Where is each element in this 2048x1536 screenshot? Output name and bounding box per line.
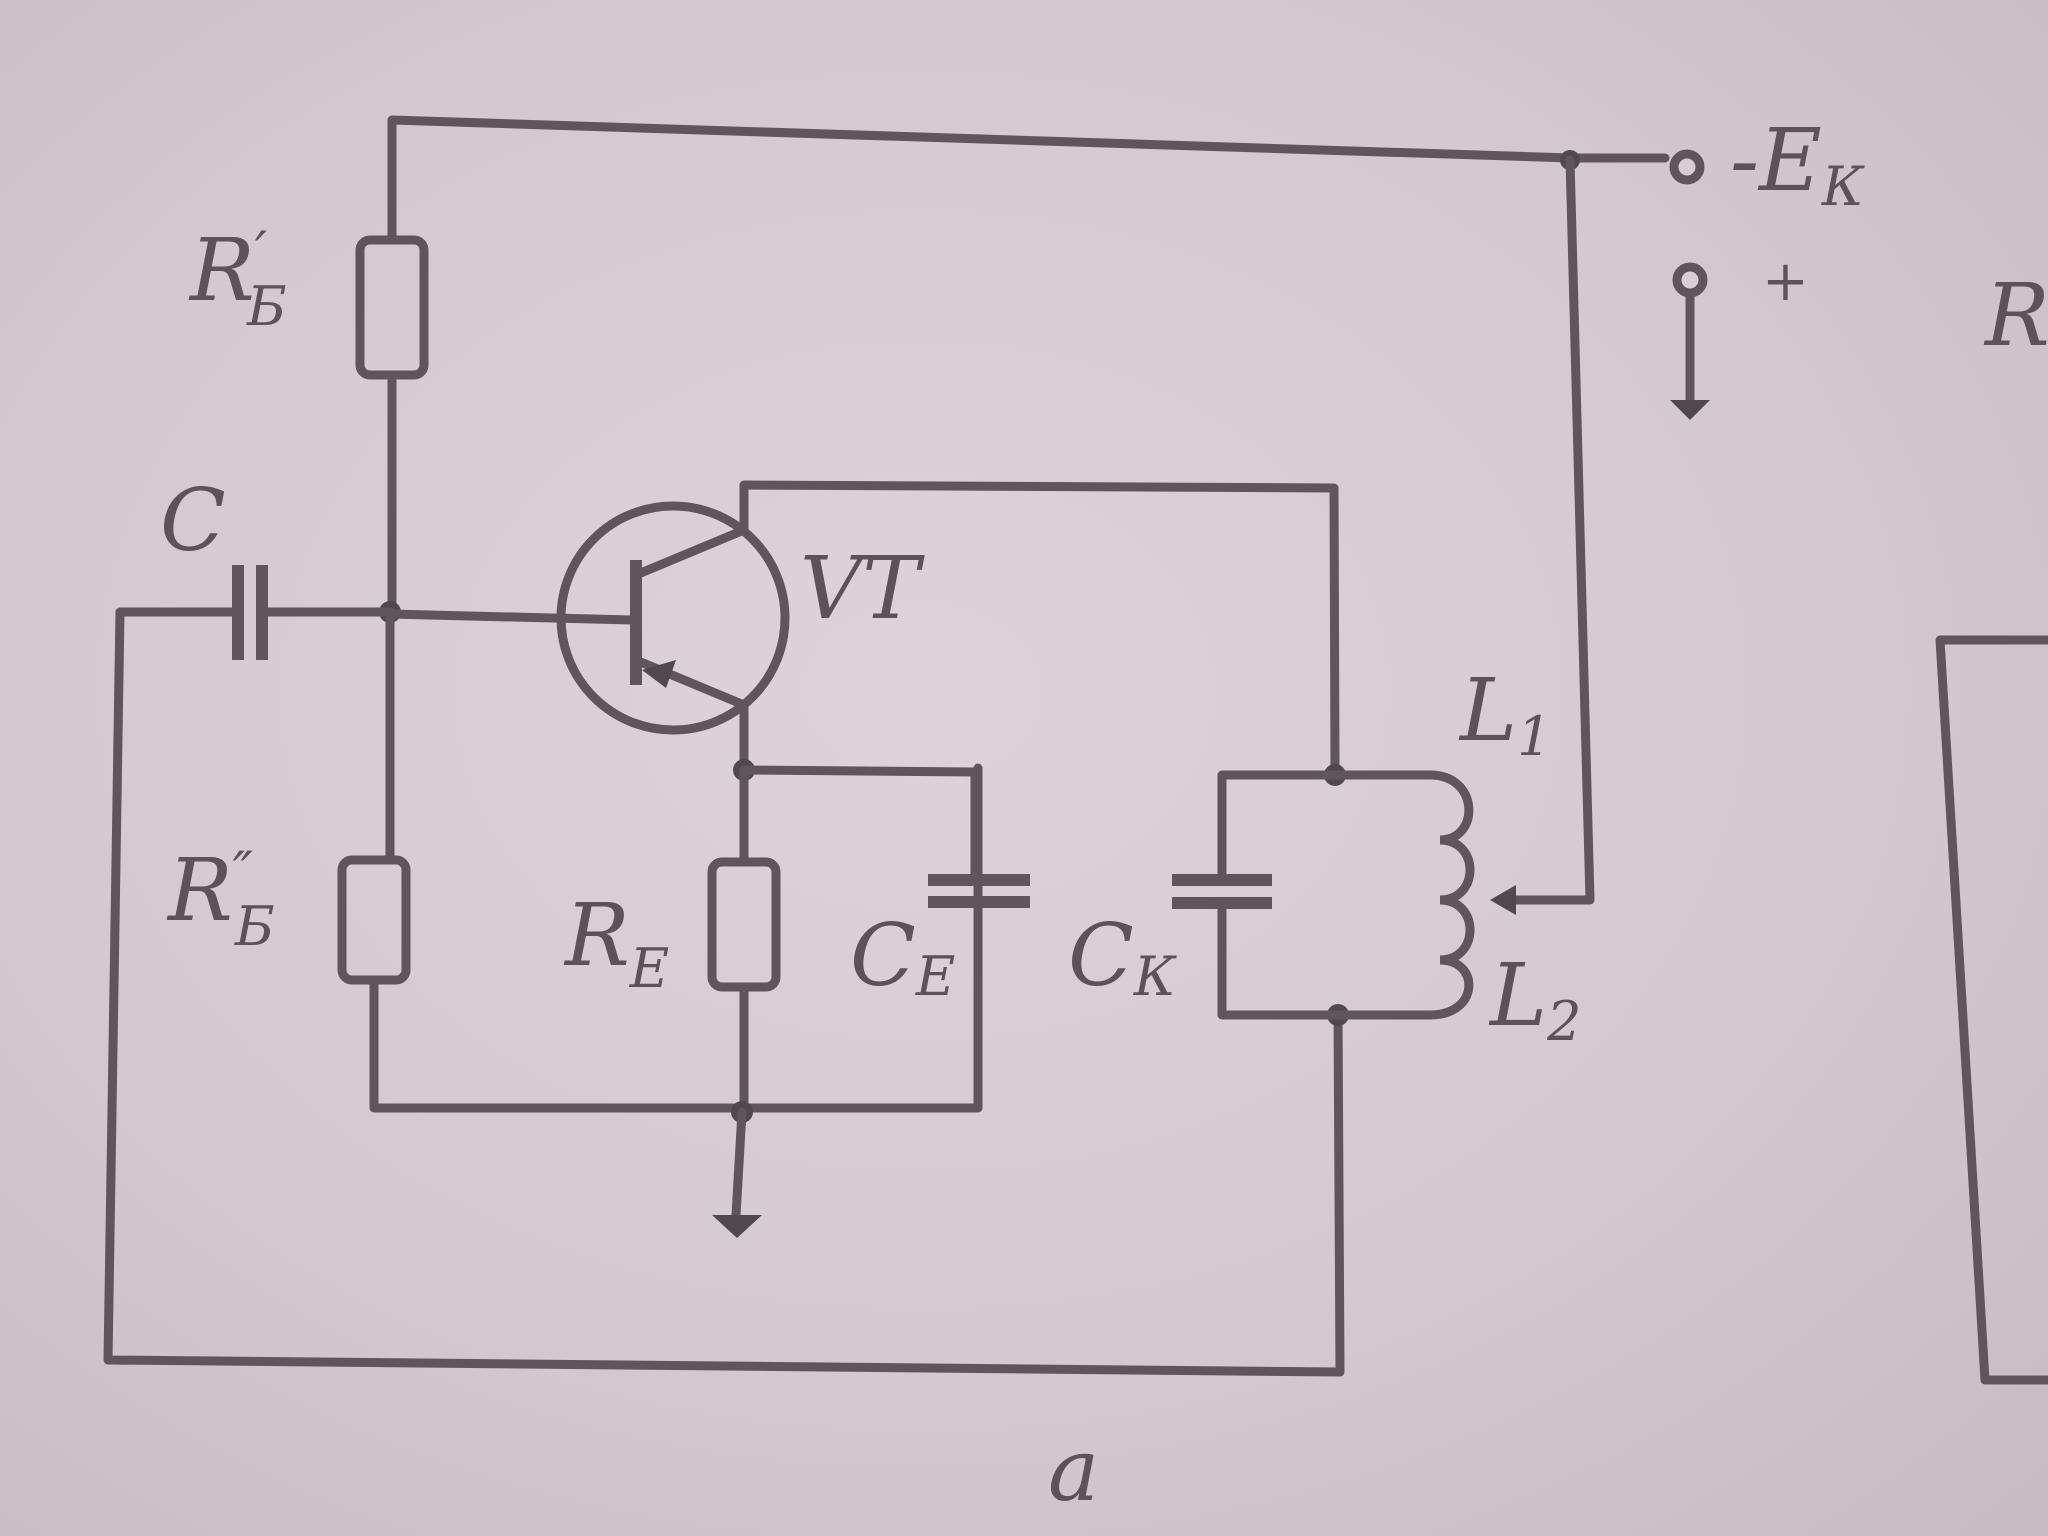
label-plus: + — [1762, 249, 1809, 314]
label-ce: CЕ — [850, 906, 955, 1008]
rb-bot-wire-lower — [369, 763, 983, 1113]
supply-terminal-minus — [1669, 149, 1705, 185]
label-re: RЕ — [563, 886, 669, 1000]
tap-feed-wire — [1505, 155, 1595, 905]
ce-top-wire — [739, 765, 980, 881]
transistor-collector — [631, 525, 749, 580]
ground-symbol-bottom — [712, 1215, 762, 1238]
label-rb-bot: R″Б — [166, 840, 275, 958]
label-rb-top: R′Б — [188, 220, 287, 338]
partial-circuit-wire — [1935, 635, 2048, 1385]
feedback-loop-wire — [103, 607, 1345, 1377]
ground-wire — [731, 1107, 747, 1220]
ck-loop-wire — [1217, 770, 1340, 885]
supply-rail-wire — [387, 115, 1670, 175]
re-resistor — [707, 857, 781, 992]
label-l1: L1 — [1458, 661, 1551, 768]
label-ek: -EК — [1730, 111, 1865, 218]
collector-wire — [739, 480, 1340, 775]
ck-loop-wire-bottom — [1217, 900, 1343, 1020]
tap-arrow — [1490, 885, 1516, 915]
inductor-l1-l2 — [1429, 770, 1475, 1020]
base-lead-wire — [385, 609, 637, 625]
ground-symbol-top — [1670, 400, 1710, 420]
rb-bot-resistor — [337, 855, 411, 985]
transistor-body — [556, 501, 790, 735]
label-l2: L2 — [1488, 946, 1581, 1053]
rb-top-resistor — [355, 235, 429, 380]
figure-caption: а — [1048, 1421, 1099, 1521]
label-vt: VT — [800, 539, 925, 639]
label-right-partial: R — [1983, 266, 2048, 366]
label-c: C — [160, 471, 226, 571]
transistor-emitter — [631, 655, 749, 710]
emitter-arrow — [642, 660, 676, 688]
label-ck: CК — [1068, 906, 1177, 1008]
